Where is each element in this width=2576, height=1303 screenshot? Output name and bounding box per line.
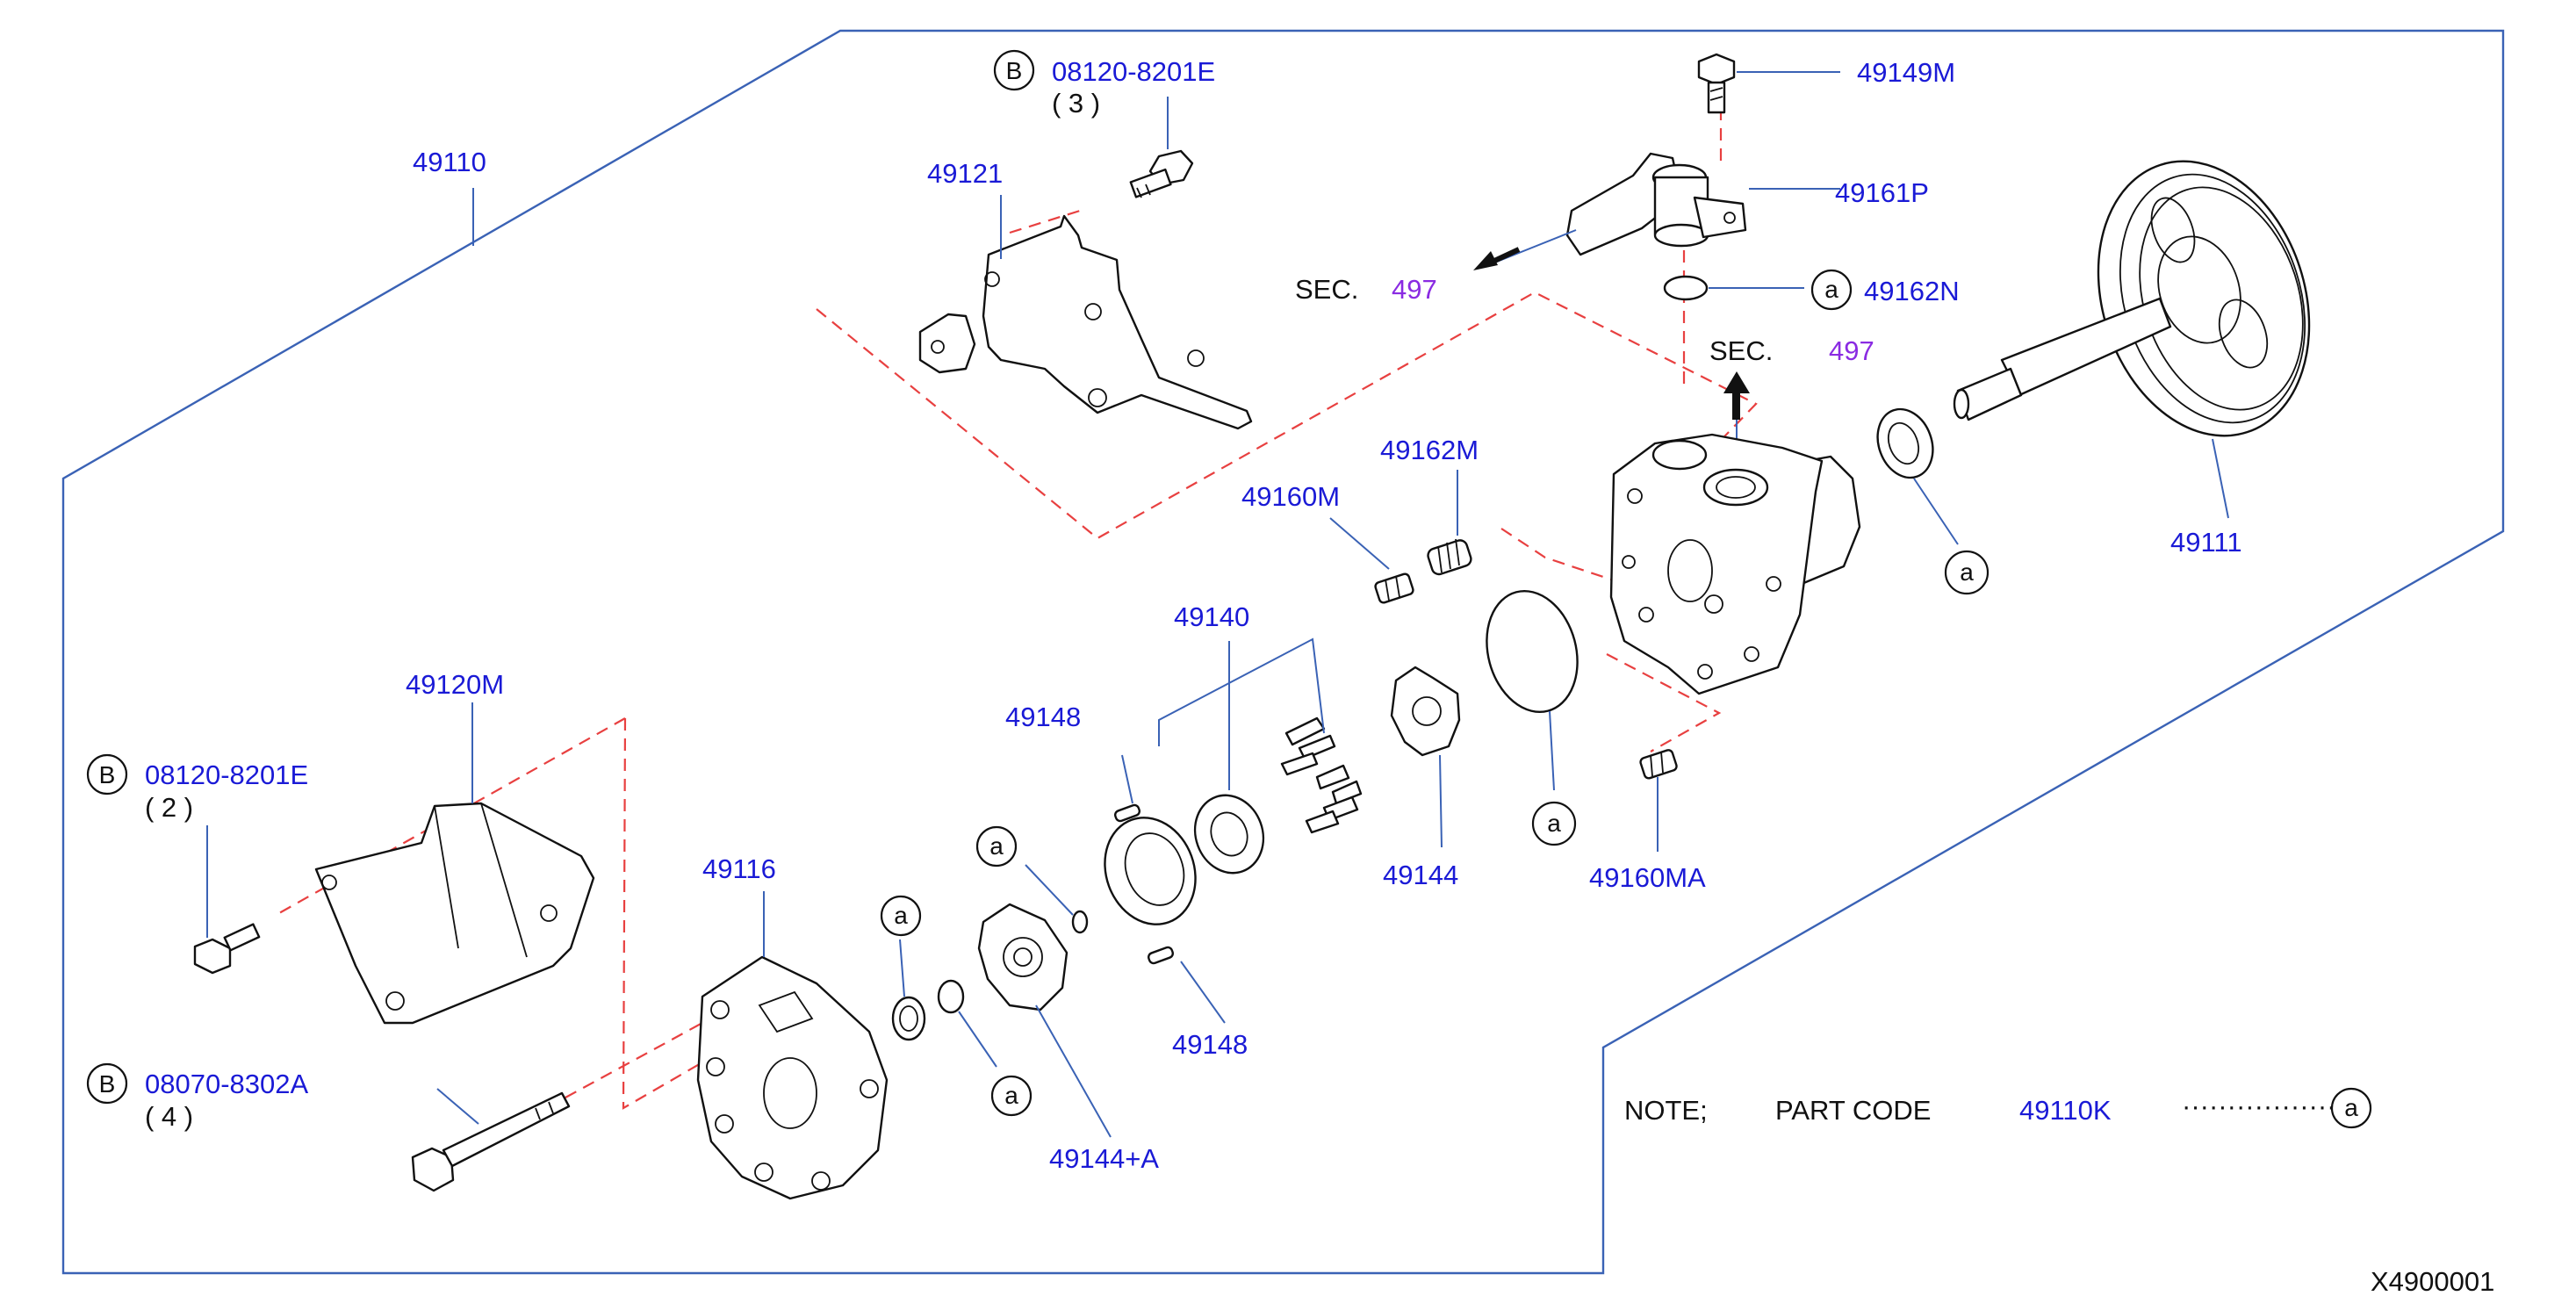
bracket-49120M [314,802,595,1025]
o-ring-small [937,979,965,1014]
suction-fitting-49161P [1565,152,1747,256]
label-49148-bottom: 49148 [1172,1029,1248,1060]
label-49144-a: 49144+A [1049,1143,1159,1174]
marker-a-ring [975,825,1018,867]
cam-ring [1104,817,1197,925]
oil-seal [1876,407,1934,479]
pressure-plate-49144-a [977,903,1069,1011]
marker-a-seal [1944,550,1990,595]
marker-b-2-letter: B [99,761,116,788]
note-dots: ················· [2182,1091,2336,1121]
bolt-08120-8201E-top [1129,149,1194,198]
label-49160MA: 49160MA [1589,862,1706,893]
label-49162M: 49162M [1380,435,1479,465]
note-label: NOTE; [1624,1095,1708,1126]
arrow-sec-497-left [1473,251,1498,270]
bracket-49121 [918,214,1253,430]
pump-body [1609,433,1861,695]
label-49111: 49111 [2170,527,2242,558]
marker-b-3-letter: B [99,1070,116,1098]
rotor [1193,794,1265,875]
label-sec-497-1: 497 [1392,274,1437,305]
marker-a-seal-rear-letter: a [894,902,908,929]
label-bolt-08070: 08070-8302A [145,1069,308,1099]
label-bolt-qty-3: ( 3 ) [1052,88,1100,119]
marker-b-2 [86,753,128,795]
gasket-ring [1486,589,1579,714]
marker-b-1 [993,49,1035,91]
side-plate-49144 [1390,666,1461,757]
label-sec-497-2: 497 [1829,335,1874,366]
marker-a-gasket [1531,801,1577,846]
marker-a-gasket-letter: a [1547,810,1561,837]
note-marker-a-letter: a [2344,1094,2358,1121]
spring-49162M [1427,538,1472,576]
label-49144: 49144 [1383,860,1458,890]
marker-a-o-ring-letter: a [1004,1082,1018,1109]
marker-a-seal-rear [880,895,922,937]
figure-id: X4900001 [2371,1266,2494,1297]
marker-a-seal-letter: a [1960,558,1974,586]
plug-49160MA [1639,749,1678,780]
label-49162N: 49162N [1864,276,1960,306]
marker-a-ring-letter: a [989,832,1004,860]
label-49160M: 49160M [1241,481,1340,512]
marker-a-49162N [1810,269,1853,311]
marker-b-3 [86,1062,128,1105]
pin-49148-bottom [1148,946,1174,965]
bolt-49149M [1697,53,1736,114]
bolt-08120-8201E-left [193,923,261,975]
label-bolt-08120-top: 08120-8201E [1052,56,1215,87]
label-49140: 49140 [1174,601,1249,632]
label-49116: 49116 [702,853,776,884]
assembly-frame [61,29,2505,1275]
marker-a-49162N-letter: a [1824,276,1838,303]
label-49161P: 49161P [1835,177,1929,208]
note-part-code: 49110K [2019,1095,2112,1126]
marker-b-1-letter: B [1006,57,1023,84]
vanes-49140 [1280,716,1363,834]
label-49149M: 49149M [1857,57,1955,88]
seal-ring-rear [891,996,926,1041]
marker-a-o-ring [990,1075,1033,1117]
label-bolt-qty-4: ( 4 ) [145,1101,193,1132]
pulley-shaft-49111 [1953,160,2311,437]
label-49120M: 49120M [406,669,504,700]
rear-cover-49116 [696,955,889,1200]
long-bolt-08070-8302A [411,1091,571,1192]
plunger-49160M [1374,572,1414,604]
label-49110: 49110 [413,147,486,177]
label-49148-top: 49148 [1005,702,1081,732]
small-ring [1071,910,1089,934]
pin-49148-top [1114,803,1140,823]
arrow-sec-497-up [1723,371,1750,393]
label-49121: 49121 [927,158,1003,189]
label-bolt-08120-left: 08120-8201E [145,759,308,790]
label-sec-1: SEC. [1295,274,1358,305]
label-bolt-qty-2: ( 2 ) [145,792,193,823]
note-part-code-label: PART CODE [1775,1095,1931,1126]
note-marker-a [2330,1087,2372,1129]
o-ring-49162N [1663,275,1709,301]
label-sec-2: SEC. [1709,335,1773,366]
